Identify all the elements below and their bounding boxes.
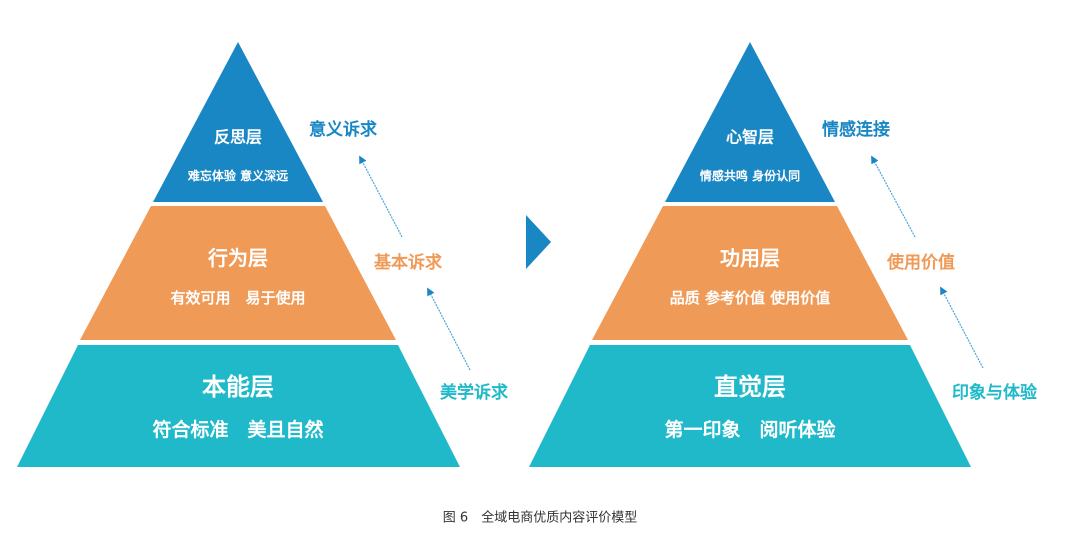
side-label-top: 情感连接	[822, 119, 890, 140]
arrow-up-icon	[427, 287, 471, 371]
tier-top-subtitle: 难忘体验 意义深远	[187, 168, 288, 183]
tier-middle-subtitle: 品质 参考价值 使用价值	[670, 289, 830, 307]
side-label-bottom: 美学诉求	[440, 382, 508, 403]
side-label-middle: 基本诉求	[373, 252, 442, 273]
tier-middle-shape	[592, 206, 908, 340]
side-label-bottom: 印象与体验	[952, 382, 1038, 403]
figure-caption: 图 6 全域电商优质内容评价模型	[443, 510, 637, 526]
tier-bottom-title: 本能层	[202, 373, 274, 401]
tier-bottom-subtitle: 第一印象 阅听体验	[664, 418, 836, 441]
transition-arrow-icon	[526, 215, 551, 269]
tier-bottom-shape	[17, 345, 460, 467]
tier-top-subtitle: 情感共鸣 身份认同	[700, 168, 800, 183]
tier-bottom-subtitle: 符合标准 美且自然	[152, 418, 323, 441]
tier-bottom-title: 直觉层	[714, 373, 786, 401]
tier-top-title: 心智层	[726, 128, 774, 147]
side-label-top: 意义诉求	[309, 119, 377, 140]
arrow-up-icon	[359, 155, 403, 238]
tier-middle-title: 行为层	[207, 246, 268, 270]
tier-top-shape	[153, 42, 323, 202]
tier-middle-title: 功用层	[720, 246, 780, 270]
tier-bottom-shape	[529, 345, 971, 467]
side-label-middle: 使用价值	[886, 252, 955, 273]
tier-middle-shape	[80, 206, 396, 340]
tier-top-title: 反思层	[214, 128, 262, 147]
arrow-up-icon	[871, 155, 916, 238]
tier-middle-subtitle: 有效可用 易于使用	[170, 289, 305, 307]
pyramid-right: 心智层 情感共鸣 身份认同 功用层 品质 参考价值 使用价值 直觉层 第一印象 …	[529, 42, 1038, 467]
pyramid-left: 反思层 难忘体验 意义深远 行为层 有效可用 易于使用 本能层 符合标准 美且自…	[17, 42, 508, 467]
tier-top-shape	[665, 42, 835, 202]
arrow-up-icon	[940, 286, 984, 369]
